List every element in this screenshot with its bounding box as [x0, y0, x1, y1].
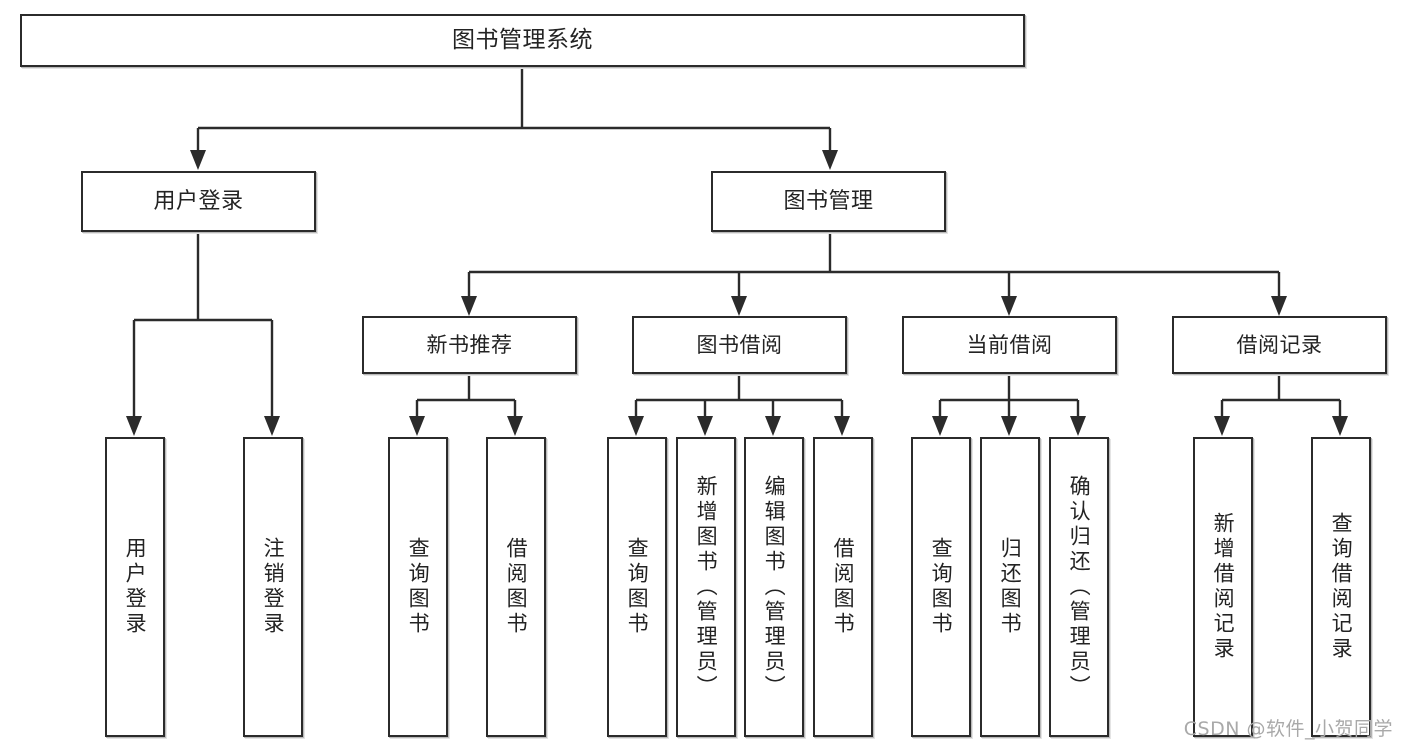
- node-label: 用户登录: [123, 537, 148, 637]
- arrow-head-icon: [834, 416, 850, 436]
- node-label: 查询图书: [406, 537, 431, 637]
- leaf-borrow-record-query[interactable]: 查询借阅记录: [1311, 437, 1371, 737]
- arrow-head-icon: [1271, 296, 1287, 316]
- arrow-head-icon: [731, 296, 747, 316]
- arrow-head-icon: [697, 416, 713, 436]
- arrow-head-icon: [822, 150, 838, 170]
- leaf-book-borrow-borrow[interactable]: 借阅图书: [813, 437, 873, 737]
- node-label: 借阅记录: [1236, 332, 1323, 357]
- node-label: 借阅图书: [831, 537, 856, 637]
- node-label: 用户登录: [153, 188, 244, 214]
- arrow-head-icon: [628, 416, 644, 436]
- node-new-book-recommend[interactable]: 新书推荐: [362, 316, 577, 374]
- leaf-book-borrow-edit[interactable]: 编辑图书（管理员）: [744, 437, 804, 737]
- node-root-system[interactable]: 图书管理系统: [20, 14, 1025, 67]
- node-label: 借阅图书: [504, 537, 529, 637]
- node-user-login[interactable]: 用户登录: [81, 171, 316, 232]
- node-label: 注销登录: [261, 537, 286, 637]
- node-label: 图书借阅: [696, 332, 783, 357]
- node-label: 查询借阅记录: [1329, 512, 1354, 662]
- node-label: 当前借阅: [966, 332, 1053, 357]
- leaf-current-borrow-query[interactable]: 查询图书: [911, 437, 971, 737]
- node-label: 查询图书: [625, 537, 650, 637]
- node-current-borrow[interactable]: 当前借阅: [902, 316, 1117, 374]
- node-label: 确认归还（管理员）: [1067, 474, 1092, 700]
- leaf-new-book-query[interactable]: 查询图书: [388, 437, 448, 737]
- arrow-head-icon: [461, 296, 477, 316]
- arrow-head-icon: [190, 150, 206, 170]
- arrow-head-icon: [932, 416, 948, 436]
- arrow-head-icon: [1332, 416, 1348, 436]
- node-label: 图书管理系统: [452, 27, 593, 54]
- arrow-head-icon: [126, 416, 142, 436]
- leaf-user-login-logout[interactable]: 注销登录: [243, 437, 303, 737]
- arrow-head-icon: [264, 416, 280, 436]
- node-label: 编辑图书（管理员）: [762, 474, 787, 700]
- arrow-head-icon: [1070, 416, 1086, 436]
- csdn-watermark: CSDN @软件_小贺同学: [1183, 718, 1393, 740]
- node-label: 新增借阅记录: [1211, 512, 1236, 662]
- node-label: 查询图书: [929, 537, 954, 637]
- node-label: 新书推荐: [426, 332, 513, 357]
- arrow-head-icon: [1001, 296, 1017, 316]
- node-book-borrow[interactable]: 图书借阅: [632, 316, 847, 374]
- arrow-head-icon: [1214, 416, 1230, 436]
- leaf-new-book-borrow[interactable]: 借阅图书: [486, 437, 546, 737]
- node-book-management[interactable]: 图书管理: [711, 171, 946, 232]
- node-label: 图书管理: [783, 188, 874, 214]
- leaf-borrow-record-add[interactable]: 新增借阅记录: [1193, 437, 1253, 737]
- node-borrow-record[interactable]: 借阅记录: [1172, 316, 1387, 374]
- arrow-head-icon: [507, 416, 523, 436]
- leaf-book-borrow-query[interactable]: 查询图书: [607, 437, 667, 737]
- leaf-current-borrow-return[interactable]: 归还图书: [980, 437, 1040, 737]
- node-label: 归还图书: [998, 537, 1023, 637]
- arrow-head-icon: [409, 416, 425, 436]
- node-label: 新增图书（管理员）: [694, 474, 719, 700]
- leaf-user-login-login[interactable]: 用户登录: [105, 437, 165, 737]
- leaf-current-borrow-confirm-return[interactable]: 确认归还（管理员）: [1049, 437, 1109, 737]
- leaf-book-borrow-add[interactable]: 新增图书（管理员）: [676, 437, 736, 737]
- arrow-head-icon: [765, 416, 781, 436]
- arrow-head-icon: [1001, 416, 1017, 436]
